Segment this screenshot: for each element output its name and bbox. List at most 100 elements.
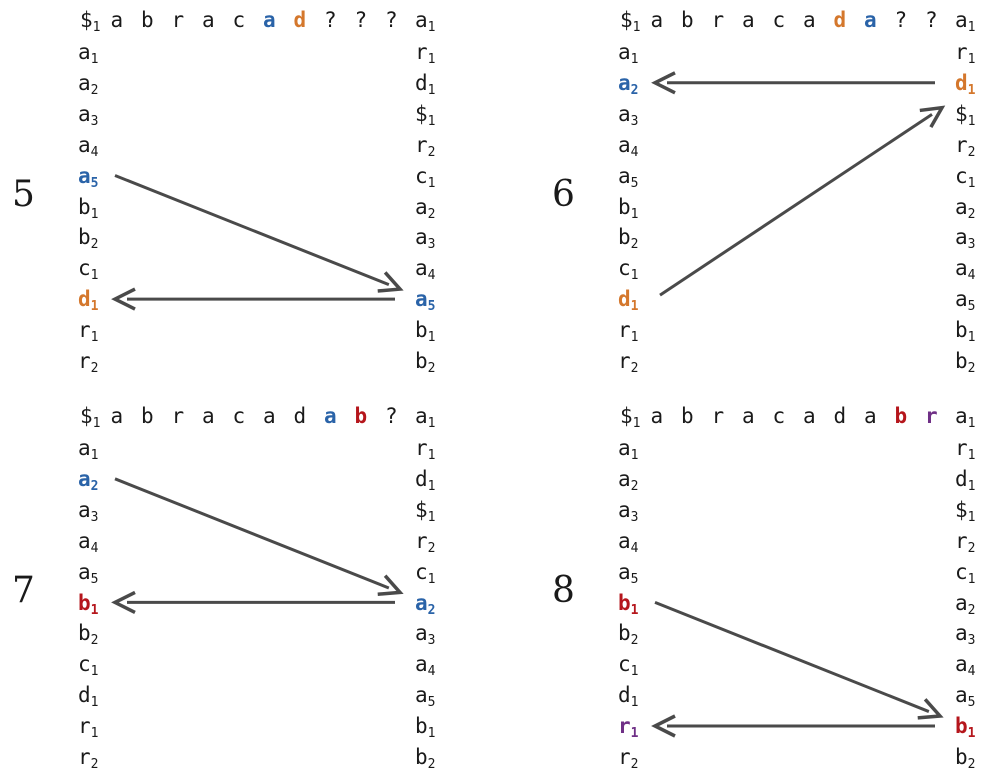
left-column-item: b1 [618,195,638,221]
left-column-item-rank: 1 [630,664,639,680]
left-column-item-char: b [618,621,631,646]
right-column-item: b1 [955,714,975,740]
right-column-item-char: d [955,70,968,95]
right-column-item-rank: 2 [427,757,436,772]
header-char-char: b [681,404,694,428]
left-column-item-rank: 1 [90,726,99,742]
left-column-item: a3 [78,102,98,128]
header-char: $1 [620,8,640,34]
left-column-item: b2 [618,225,638,251]
header-char-char: r [925,404,938,428]
right-column-item-rank: 1 [427,509,436,525]
header-char: ? [925,8,938,32]
left-column-item-rank: 2 [630,757,639,772]
arrow-head [651,71,676,95]
right-column-item: r2 [955,133,975,159]
header-char: b [355,404,368,428]
arrow-head [111,590,136,614]
left-column-item: a4 [618,133,638,159]
left-column-item-char: c [78,256,91,281]
right-column-item-rank: 2 [427,361,436,376]
arrow-head [111,287,136,311]
left-column-item-rank: 2 [90,361,99,376]
right-column-item-rank: 1 [967,448,976,463]
left-column-item-char: a [78,528,91,553]
right-column-item: a4 [415,256,435,282]
left-column-item-char: c [618,256,631,281]
left-column-item: a1 [618,436,638,462]
header-char-char: ? [385,8,398,32]
left-column-item-rank: 1 [630,726,639,742]
right-column-item: a4 [955,652,975,678]
left-column-item-rank: 5 [630,175,639,191]
header-char-char: a [650,404,664,428]
header-char-char: a [742,8,755,32]
header-char-char: $ [620,8,633,32]
left-column-item-rank: 1 [630,602,639,618]
header-char-char: c [772,8,786,32]
header-char-char: ? [925,8,938,32]
right-column-item-rank: 1 [967,175,976,191]
left-column-item-rank: 2 [630,478,639,494]
left-column-item-char: a [78,70,91,95]
right-column-item: r1 [955,436,976,463]
header-char: r [925,404,938,428]
header-char: ? [355,8,368,32]
left-column-item-char: a [78,559,91,584]
left-column-item: c1 [78,652,99,680]
left-column-item-char: a [618,497,631,522]
right-column-item-char: a [955,256,968,281]
right-column-item-rank: 1 [427,175,436,191]
right-column-item-char: a [955,683,968,708]
header-char-char: a [742,404,755,428]
left-column-item: a5 [618,164,639,191]
header-char-char: a [864,404,877,428]
left-column-item: b1 [78,194,98,221]
right-column-item-rank: 1 [967,571,976,587]
right-column-item-char: a [415,194,428,219]
left-column-item-rank: 1 [630,299,639,315]
left-column-item-char: d [618,287,631,312]
left-column-item: a1 [78,40,98,66]
header-char: b [895,404,908,428]
right-column-item: b2 [415,745,436,772]
right-column-item-rank: 3 [967,237,976,253]
right-column-item-char: a [955,590,968,615]
right-column-item-rank: 5 [427,695,436,711]
right-column-item: r1 [415,40,435,66]
header-char: a [324,404,337,428]
right-column-item-rank: 1 [967,330,976,346]
header-char-char: a [263,404,276,428]
right-column-head-char: a [955,8,968,32]
left-column-item: b2 [618,621,638,647]
left-column-item-char: r [618,318,631,343]
header-char: d [834,8,847,32]
right-column-item-rank: 1 [427,113,436,129]
left-column-item: a2 [618,71,638,97]
header-char: a [263,404,276,428]
header-char-char: r [711,404,725,428]
right-column-item: d1 [955,70,975,97]
header-char: r [172,8,185,32]
right-column-item-rank: 1 [427,330,436,346]
left-column-item: b1 [78,591,98,617]
header-char-char: a [202,404,215,428]
right-column-item-char: d [955,466,968,491]
header-char: b [141,8,154,32]
header-char: a [202,404,215,428]
right-column-item: a2 [955,195,976,222]
left-column-item-char: a [78,497,91,522]
left-column-item-rank: 1 [90,664,99,680]
left-column-item-char: b [78,194,91,219]
header-char-char: ? [354,8,368,32]
right-column-item-char: b [955,745,968,769]
right-column-item: a2 [415,194,435,221]
header-char-char: a [803,404,816,428]
header-char: $1 [80,8,100,34]
right-column-item-char: a [415,683,428,708]
right-column-item-rank: 4 [967,268,976,284]
right-column-item-rank: 2 [967,206,976,222]
header-char-char: ? [324,8,337,32]
left-column-item: d1 [78,683,98,709]
